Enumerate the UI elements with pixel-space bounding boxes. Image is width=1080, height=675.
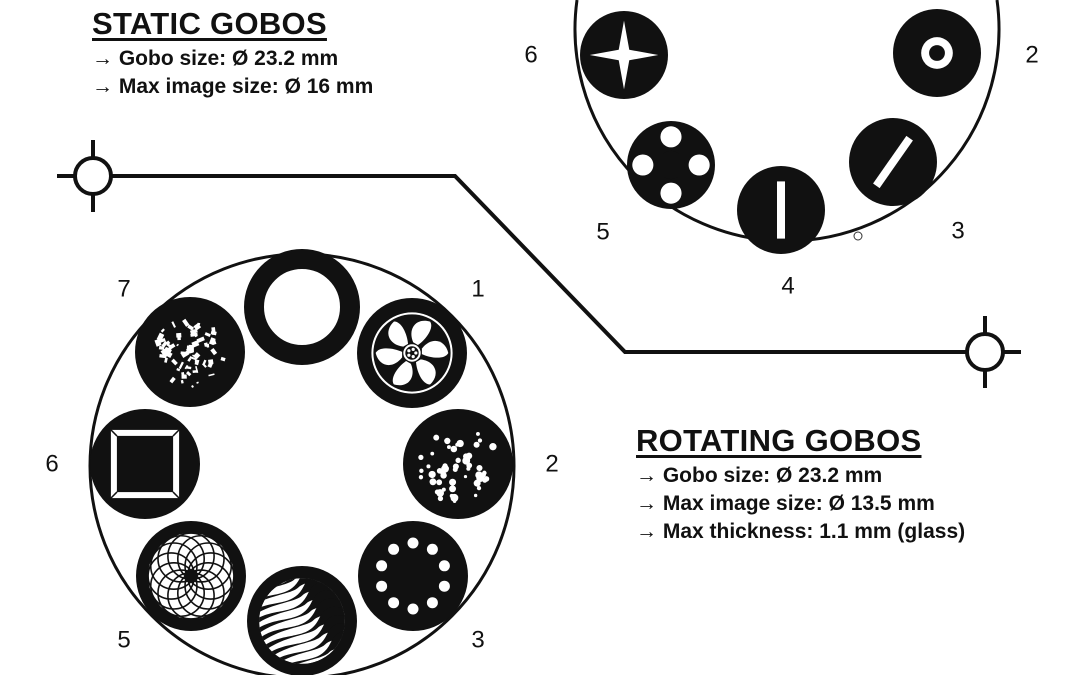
rotating-spec-image-size: → Max image size: Ø 13.5 mm — [636, 492, 935, 515]
static-gobo-5-four-dots — [627, 121, 715, 209]
rotating-gobo-7-breakup — [135, 297, 245, 407]
static-position-number-2: 2 — [1025, 41, 1038, 68]
static-position-number-3: 3 — [951, 217, 964, 244]
static-position-number-5: 5 — [596, 218, 609, 245]
rotating-spec-gobo-size: → Gobo size: Ø 23.2 mm — [636, 464, 883, 487]
static-wheel-index-hole — [853, 231, 863, 241]
rotating-gobos-title: ROTATING GOBOS — [636, 423, 922, 458]
rotating-gobo-3-dot-ring — [358, 521, 468, 631]
static-spec-gobo-size: → Gobo size: Ø 23.2 mm — [92, 47, 339, 70]
connector-line — [93, 174, 985, 354]
rotating-position-number-6: 6 — [45, 450, 58, 477]
static-gobo-2-ring — [893, 9, 981, 97]
rotating-gobo-5-spiral-lattice — [136, 521, 246, 631]
static-position-number-6: 6 — [524, 41, 537, 68]
rotating-position-number-2: 2 — [545, 450, 558, 477]
rotating-position-number-1: 1 — [471, 275, 484, 302]
open-position-ring — [244, 249, 360, 365]
static-gobo-wheel: 2 3 4 5 6 — [524, 0, 1039, 299]
static-gobos-info: STATIC GOBOS → Gobo size: Ø 23.2 mm → Ma… — [92, 6, 373, 101]
static-position-number-4: 4 — [781, 272, 794, 299]
rotating-spec-thickness: → Max thickness: 1.1 mm (glass) — [636, 520, 966, 543]
static-gobos-title: STATIC GOBOS — [92, 6, 327, 41]
static-gobos-specs: → Gobo size: Ø 23.2 mm → Max image size:… — [92, 45, 373, 101]
static-gobo-6-star — [580, 11, 668, 99]
rotating-gobo-2-dot-cluster — [403, 409, 513, 519]
rotating-position-number-5: 5 — [117, 626, 130, 653]
target-symbol-left — [57, 140, 129, 212]
rotating-gobo-4-zebra — [247, 566, 357, 675]
rotating-position-number-7: 7 — [117, 275, 130, 302]
rotating-gobos-specs: → Gobo size: Ø 23.2 mm → Max image size:… — [636, 462, 965, 546]
target-symbol-right — [949, 316, 1021, 388]
static-gobo-4-vertical-slot — [737, 166, 825, 254]
rotating-position-number-3: 3 — [471, 626, 484, 653]
rotating-gobo-1-wheel-rim — [357, 298, 467, 408]
static-spec-image-size: → Max image size: Ø 16 mm — [92, 75, 374, 98]
rotating-gobo-wheel: 1 2 3 5 6 7 — [45, 249, 559, 675]
rotating-gobo-6-square-frame — [90, 409, 200, 519]
static-gobo-3-diagonal-slot — [849, 118, 937, 206]
rotating-gobos-info: ROTATING GOBOS → Gobo size: Ø 23.2 mm → … — [636, 423, 965, 546]
